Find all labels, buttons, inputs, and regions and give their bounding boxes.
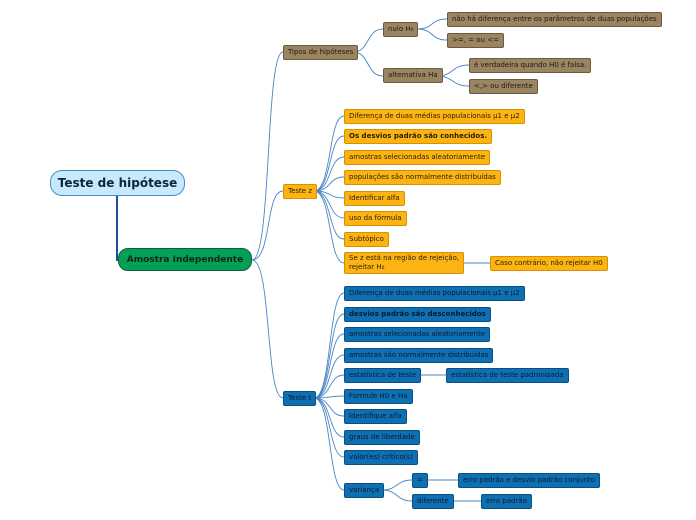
- node-alternativa[interactable]: alternativa Ha: [383, 68, 443, 83]
- node-z-nao-rejeitar[interactable]: Caso contrário, não rejeitar H0: [490, 256, 608, 271]
- node-variancia-diferente-desc[interactable]: erro padrão: [481, 494, 532, 509]
- node-t-item[interactable]: amostras são normalmente distribuídas: [344, 348, 494, 363]
- node-teste-t[interactable]: Teste t: [283, 391, 317, 406]
- node-alternativa-desc[interactable]: é verdadeira quando H0 é falsa.: [469, 58, 592, 73]
- node-t-item[interactable]: valor(es) crítico(s): [344, 450, 418, 465]
- node-tipos-hipoteses[interactable]: Tipos de hipóteses: [283, 45, 359, 60]
- node-variancia-diferente[interactable]: diferente: [412, 494, 454, 509]
- node-z-item[interactable]: uso da fórmula: [344, 211, 407, 226]
- node-z-item[interactable]: Os desvios padrão são conhecidos.: [344, 129, 493, 144]
- node-t-estatistica-padronizada[interactable]: estatística de teste padronizada: [446, 368, 569, 383]
- node-z-item[interactable]: Diferença de duas médias populacionais μ…: [344, 109, 525, 124]
- root-topic[interactable]: Teste de hipótese: [50, 170, 185, 196]
- node-t-item[interactable]: Formule H0 e Ha: [344, 389, 413, 404]
- node-z-item[interactable]: Identificar alfa: [344, 191, 405, 206]
- node-teste-z[interactable]: Teste z: [283, 184, 317, 199]
- node-t-item[interactable]: Identifique alfa: [344, 409, 407, 424]
- node-nulo[interactable]: nulo H₀: [383, 22, 419, 37]
- node-z-item[interactable]: populações são normalmente distribuídas: [344, 170, 501, 185]
- node-t-item[interactable]: graus de liberdade: [344, 430, 420, 445]
- node-t-item[interactable]: desvios padrão são desconhecidos: [344, 307, 491, 322]
- node-alternativa-symbols[interactable]: <,> ou diferente: [469, 79, 538, 94]
- node-nulo-symbols[interactable]: >=, = ou <=: [447, 33, 504, 48]
- node-variancia-igual-desc[interactable]: erro padrão e desvio padrão conjunto: [458, 473, 600, 488]
- node-t-variancia[interactable]: variança: [344, 483, 385, 498]
- node-variancia-igual[interactable]: =: [412, 473, 428, 488]
- node-t-item[interactable]: Diferença de duas médias populacionais μ…: [344, 286, 525, 301]
- node-z-item[interactable]: amostras selecionadas aleatoriamente: [344, 150, 491, 165]
- node-z-item[interactable]: Subtópico: [344, 232, 389, 247]
- node-nulo-desc[interactable]: não há diferença entre os parâmetros de …: [447, 12, 662, 27]
- node-t-item[interactable]: amostras selecionadas aleatoriamente: [344, 327, 491, 342]
- main-topic[interactable]: Amostra Independente: [118, 248, 252, 271]
- node-t-estatistica[interactable]: estatística de teste: [344, 368, 422, 383]
- node-z-rejeicao[interactable]: Se z está na região de rejeição, rejeita…: [344, 252, 465, 274]
